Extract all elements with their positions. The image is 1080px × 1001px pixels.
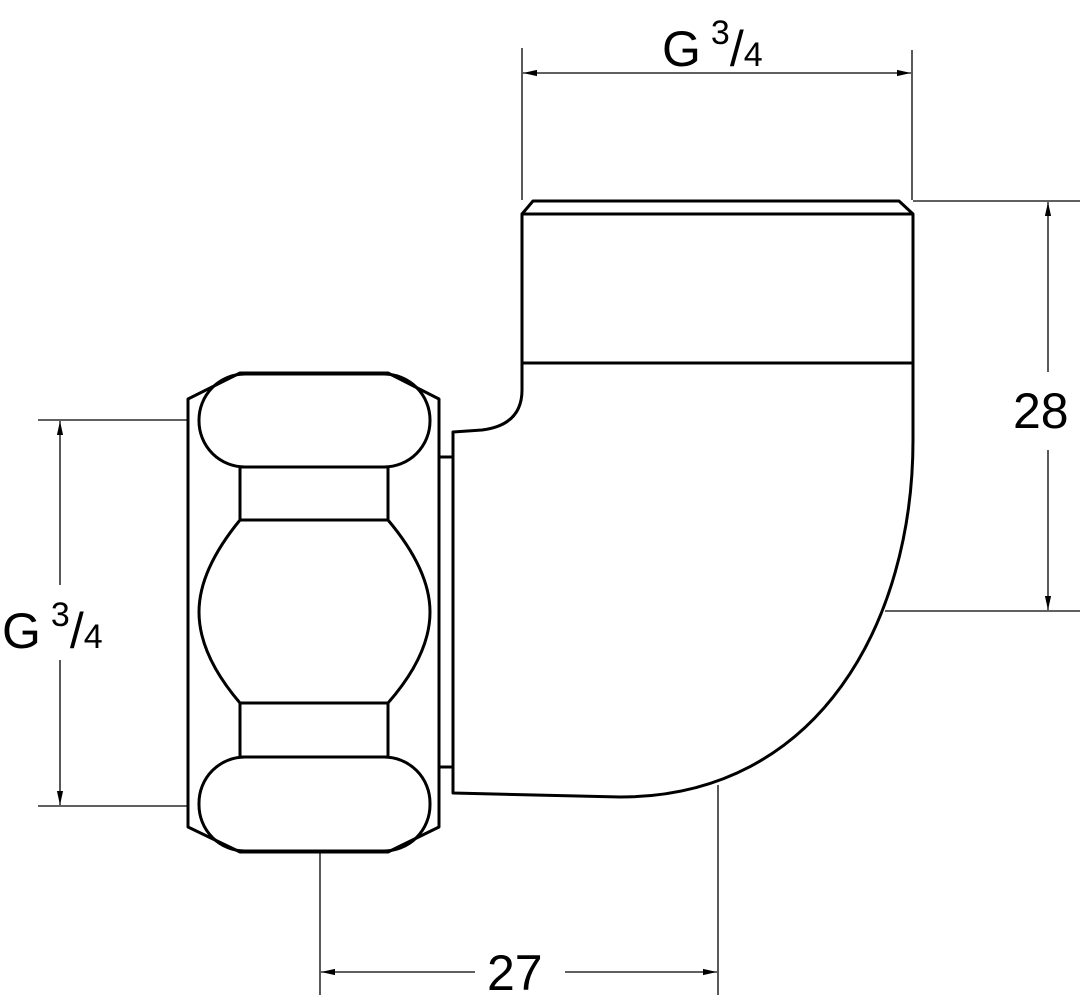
dimension-top-thread xyxy=(521,48,913,200)
thread-section xyxy=(520,199,915,365)
thread-prefix: G xyxy=(2,603,41,659)
thread-numerator: 3 xyxy=(710,14,730,52)
washer xyxy=(437,455,455,769)
elbow-body xyxy=(451,361,915,799)
offset-label: 27 xyxy=(487,945,543,1001)
thread-slash: / xyxy=(69,603,84,659)
thread-prefix: G xyxy=(662,21,701,77)
dimension-offset xyxy=(319,785,719,995)
union-nut xyxy=(186,371,441,854)
thread-slash: / xyxy=(729,21,744,77)
height-label: 28 xyxy=(1013,383,1069,439)
dimension-height xyxy=(885,200,1080,612)
dimension-left-thread xyxy=(38,419,188,807)
thread-denominator: 4 xyxy=(743,36,763,74)
thread-denominator: 4 xyxy=(83,618,103,656)
thread-numerator: 3 xyxy=(50,596,70,634)
